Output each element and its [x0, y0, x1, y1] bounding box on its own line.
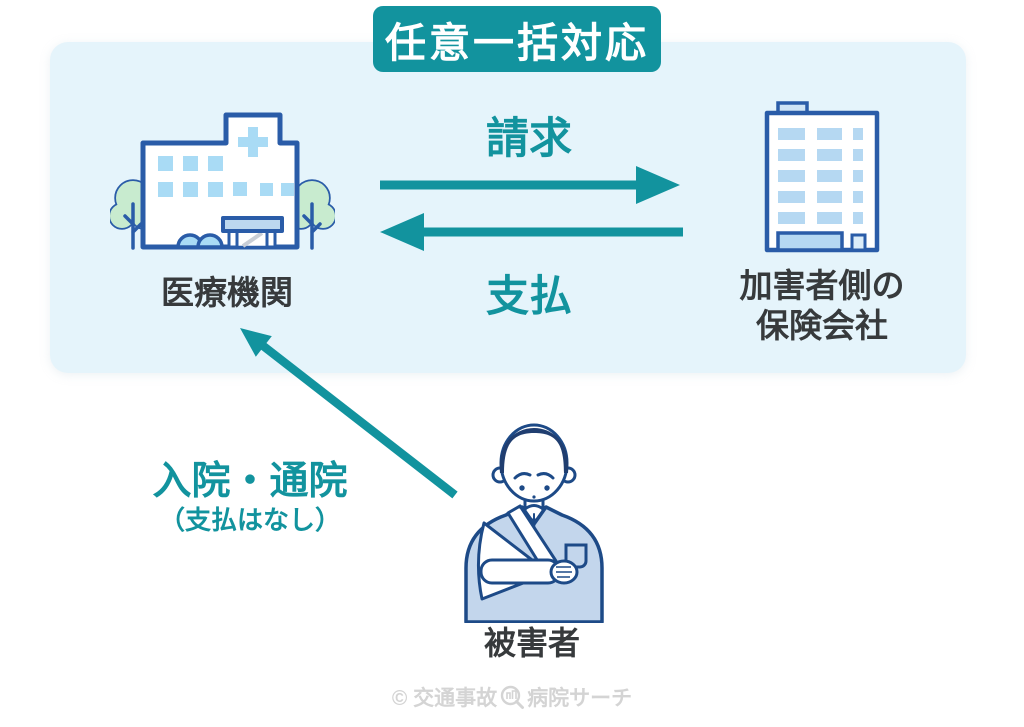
title-badge: 任意一括対応 — [373, 6, 661, 72]
claim-label: 請求 — [486, 115, 572, 163]
insurer-label-line1: 加害者側の — [739, 267, 905, 304]
office-building-icon — [764, 101, 880, 253]
watermark: © 交通事故 病院サーチ — [0, 682, 1024, 712]
magnifier-hospital-icon — [500, 685, 525, 709]
hospital-icon — [110, 112, 335, 250]
payment-label: 支払 — [486, 273, 572, 321]
watermark-suffix: 病院サーチ — [527, 687, 633, 710]
watermark-prefix: © 交通事故 — [391, 687, 498, 710]
visit-sub-label: （支払はなし） — [158, 505, 341, 535]
visit-label: 入院・通院 — [152, 460, 348, 503]
insurer-label: 加害者側の 保険会社 — [710, 266, 934, 346]
title-badge-label: 任意一括対応 — [385, 20, 649, 66]
victim-label: 被害者 — [483, 625, 580, 661]
arrow-left-icon — [380, 213, 683, 251]
arrow-up-left-icon — [240, 328, 458, 499]
medical-institution-label: 医療機関 — [161, 274, 293, 311]
injured-person-icon — [464, 423, 604, 623]
arrow-right-icon — [380, 166, 680, 204]
insurer-label-line2: 保険会社 — [756, 307, 888, 344]
